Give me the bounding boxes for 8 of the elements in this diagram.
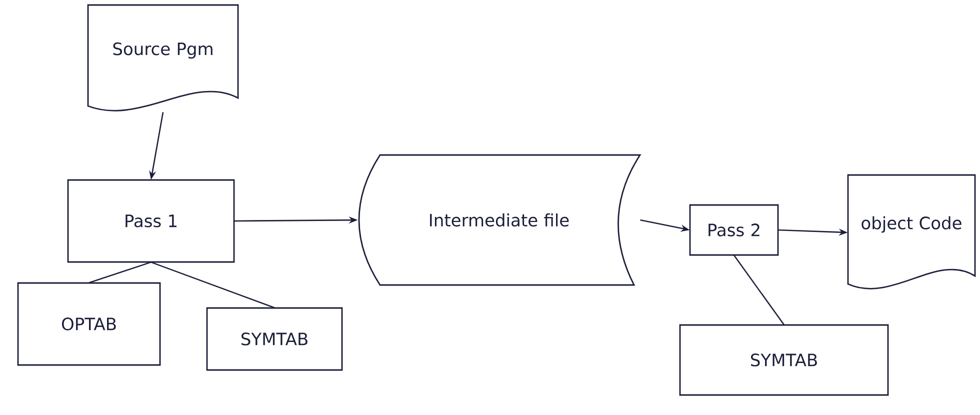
table-box: OPTAB [17, 282, 161, 366]
table-box: SYMTAB [206, 307, 343, 371]
connector-line [88, 262, 152, 284]
process-box: Pass 1 [67, 179, 235, 263]
table-box: SYMTAB [679, 324, 889, 396]
connector-line [150, 262, 275, 308]
connector-line [733, 254, 785, 326]
process-box: Pass 2 [689, 204, 779, 256]
